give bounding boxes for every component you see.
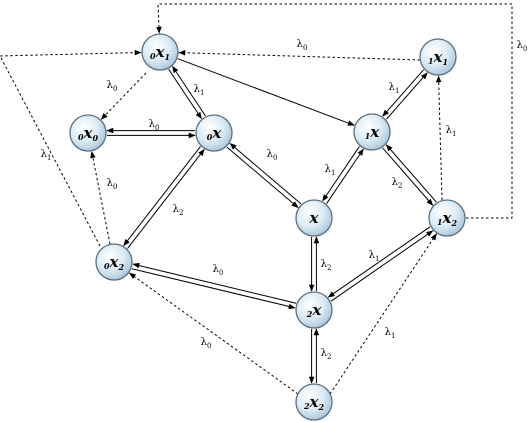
node-circle bbox=[69, 114, 107, 152]
edge-label-1x2-1x1: λ1 bbox=[446, 125, 457, 138]
edge-label-2x-1x2: λ1 bbox=[369, 250, 380, 263]
nodes: 0x1 0x0 0x 1x1 1x x 1x2 0x2 2x 2x2 bbox=[69, 33, 466, 421]
node-0x: 0x bbox=[195, 114, 233, 152]
dashed-2x2-1x2 bbox=[329, 233, 437, 395]
node-1x: 1x bbox=[353, 113, 391, 151]
dashed-0x2-0x0 bbox=[90, 150, 111, 245]
dashed-1x1-0x1 bbox=[178, 49, 421, 61]
dashed-1x2-1x1 bbox=[435, 75, 443, 201]
node-label-x: x bbox=[309, 209, 320, 227]
node-1x2: 1x2 bbox=[428, 199, 466, 237]
node-label-2x2: 2x2 bbox=[303, 393, 325, 412]
node-label-2x: 2x bbox=[306, 301, 323, 319]
edge-label-0x-0x2: λ2 bbox=[173, 204, 184, 217]
edge-label-x-2x: λ2 bbox=[321, 259, 332, 272]
edge-label-1x-x: λ1 bbox=[325, 164, 336, 177]
node-0x2: 0x2 bbox=[95, 243, 133, 281]
edge-1x-x-forward bbox=[322, 146, 360, 202]
node-2x: 2x bbox=[295, 291, 333, 329]
edge-1x-x-backward bbox=[326, 148, 364, 204]
node-2x2: 2x2 bbox=[295, 383, 333, 421]
edge-label-2x-2x2: λ2 bbox=[321, 348, 332, 361]
edge-1x-1x2-forward bbox=[382, 147, 434, 206]
node-label-0x0: 0x0 bbox=[78, 124, 99, 143]
edge-label-2x2-1x2: λ1 bbox=[385, 327, 396, 340]
edge-1x-1x2-backward bbox=[385, 144, 437, 203]
edge-0x1-1x bbox=[177, 58, 355, 126]
node-circle bbox=[428, 199, 466, 237]
edge-label-0x2-0x0: λ0 bbox=[107, 178, 118, 191]
edge-0x-x-backward bbox=[229, 143, 302, 205]
edge-0x1-0x-backward bbox=[172, 65, 206, 117]
edge-0x2-2x-forward bbox=[131, 268, 296, 310]
node-circle bbox=[353, 113, 391, 151]
node-0x0: 0x0 bbox=[69, 114, 107, 152]
node-circle bbox=[295, 199, 333, 237]
node-label-0x1: 0x1 bbox=[150, 43, 170, 62]
edge-2x-1x2-backward bbox=[327, 226, 431, 298]
node-circle bbox=[295, 291, 333, 329]
node-circle bbox=[141, 33, 179, 71]
node-circle bbox=[95, 243, 133, 281]
edge-0x-x-forward bbox=[226, 146, 299, 208]
edge-labels: λ0 λ0 λ0 λ1 λ0 λ1 λ0 λ0 λ2 λ1 λ1 λ1 λ2 λ2 λ1 λ0 λ0 λ1 λ2 bbox=[41, 39, 528, 361]
node-1x1: 1x1 bbox=[419, 38, 457, 76]
edge-label-0x1-0x: λ1 bbox=[194, 84, 205, 97]
dashed-0x1-0x0 bbox=[100, 72, 147, 120]
edge-0x-0x2-forward bbox=[123, 146, 201, 247]
node-x: x bbox=[295, 199, 333, 237]
edge-label-0x1-0x0: λ0 bbox=[107, 80, 118, 93]
node-label-1x: 1x bbox=[365, 123, 381, 141]
node-label-0x: 0x bbox=[207, 124, 223, 142]
dashed-2x2-0x2 bbox=[128, 272, 299, 395]
node-label-0x2: 0x2 bbox=[104, 253, 125, 272]
edge-label-top: λ0 bbox=[297, 39, 308, 52]
edge-2x-1x2-forward bbox=[330, 230, 434, 302]
node-circle bbox=[195, 114, 233, 152]
edge-1x1-1x-forward bbox=[382, 69, 425, 117]
node-label-1x2: 1x2 bbox=[437, 209, 458, 228]
edge-1x1-1x-backward bbox=[385, 72, 428, 120]
edge-label-0x0-0x: λ0 bbox=[149, 119, 160, 132]
dashed-0x2-0x1 bbox=[0, 49, 142, 247]
edge-0x1-0x-forward bbox=[168, 68, 202, 120]
node-circle bbox=[295, 383, 333, 421]
edge-label-left: λ1 bbox=[41, 149, 52, 162]
edge-label-2x2-0x2: λ0 bbox=[201, 337, 212, 350]
edge-0x-0x2-backward bbox=[127, 148, 205, 249]
edge-0x2-2x-backward bbox=[132, 262, 297, 304]
edge-label-1x1-1x: λ1 bbox=[389, 82, 400, 95]
edge-label-0x-x: λ0 bbox=[267, 149, 278, 162]
edge-label-1x-1x2: λ2 bbox=[392, 177, 403, 190]
edges bbox=[0, 3, 513, 395]
edge-label-right: λ0 bbox=[517, 40, 528, 53]
node-circle bbox=[419, 38, 457, 76]
dashed-1x2-0x1 bbox=[156, 3, 513, 219]
edge-label-0x2-2x: λ0 bbox=[213, 264, 224, 277]
node-0x1: 0x1 bbox=[141, 33, 179, 71]
node-label-1x1: 1x1 bbox=[428, 48, 448, 67]
